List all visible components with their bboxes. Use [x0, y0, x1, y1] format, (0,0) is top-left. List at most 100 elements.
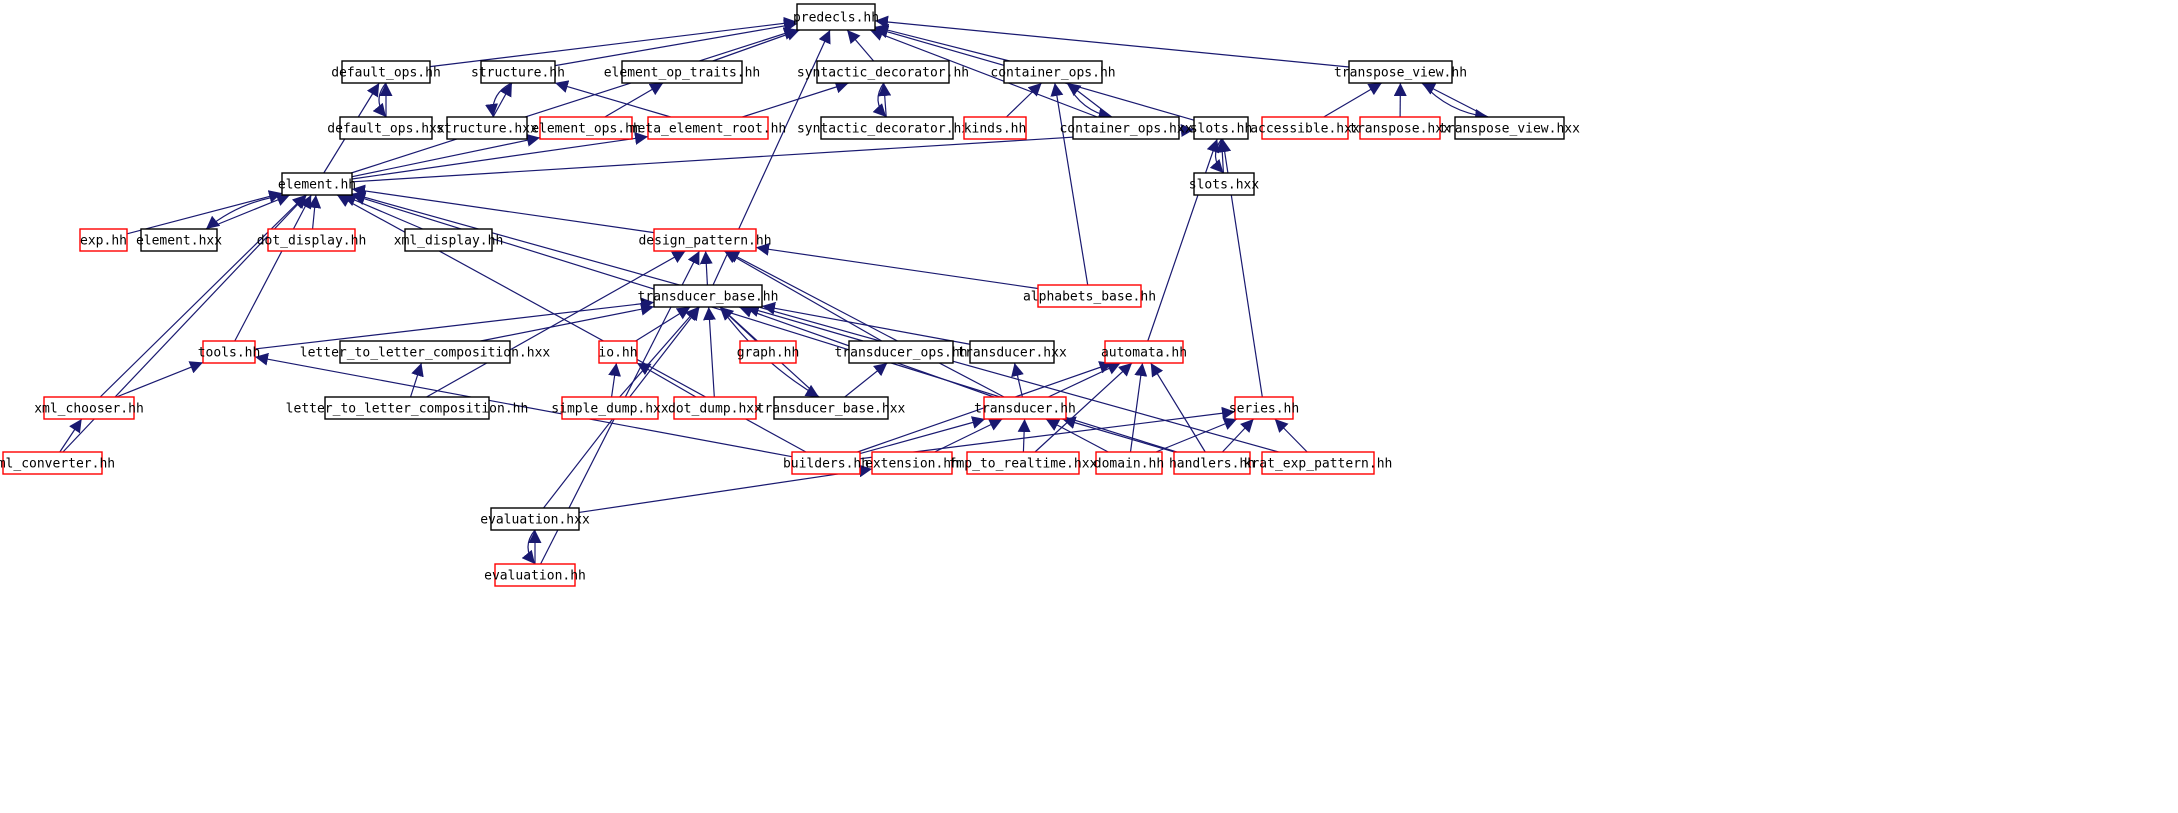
edge-dot-dump-hxx-to-transducer-base-hh	[703, 306, 716, 398]
node-transducer-ops-hh[interactable]: transducer_ops.hh	[834, 340, 968, 364]
edge-element-hh-to-meta-element-root-hh	[351, 132, 649, 180]
node-xml-display-hh[interactable]: xml_display.hh	[394, 228, 504, 252]
node-label: evaluation.hxx	[480, 513, 590, 528]
edge-exp-hh-to-element-hh	[126, 190, 283, 235]
node-builders-hh[interactable]: builders.hh	[783, 451, 869, 475]
edge-simple-dump-hxx-to-io-hh	[608, 362, 622, 398]
node-structure-hxx[interactable]: structure.hxx	[436, 116, 538, 140]
edge-syntactic-decorator-hh-to-syntactic-decorator-hxx	[872, 82, 887, 118]
node-box	[1261, 116, 1349, 140]
edge-handlers-hh-to-series-hh	[1221, 418, 1255, 453]
node-transducer-base-hh[interactable]: transducer_base.hh	[638, 284, 779, 308]
node-element-hh[interactable]: element.hh	[278, 172, 356, 196]
node-tools-hh[interactable]: tools.hh	[198, 340, 261, 364]
node-box	[43, 396, 135, 420]
node-dot-display-hh[interactable]: dot_display.hh	[257, 228, 367, 252]
edge-transducer-ops-hh-to-design-pattern-hh	[723, 250, 883, 342]
node-box	[1261, 451, 1375, 475]
node-syntactic-decorator-hh[interactable]: syntactic_decorator.hh	[797, 60, 969, 84]
node-letter-to-letter-composition-hh[interactable]: letter_to_letter_composition.hh	[286, 396, 529, 420]
node-label: transducer.hh	[974, 402, 1076, 417]
node-letter-to-letter-composition-hxx[interactable]: letter_to_letter_composition.hxx	[300, 340, 551, 364]
node-transpose-view-hh[interactable]: transpose_view.hh	[1334, 60, 1467, 84]
node-domain-hh[interactable]: domain.hh	[1094, 451, 1164, 475]
edge-automata-hh-to-slots-hh	[1147, 138, 1220, 342]
node-element-op-traits-hh[interactable]: element_op_traits.hh	[604, 60, 761, 84]
node-label: transpose.hxx	[1349, 122, 1451, 137]
node-box	[339, 116, 433, 140]
node-label: io.hh	[598, 346, 637, 361]
edge-element-hh-to-element-hxx	[205, 194, 290, 230]
node-design-pattern-hh[interactable]: design_pattern.hh	[638, 228, 772, 252]
node-structure-hh[interactable]: structure.hh	[471, 60, 565, 84]
node-xml-chooser-hh[interactable]: xml_chooser.hh	[34, 396, 144, 420]
node-exp-hh[interactable]: exp.hh	[79, 228, 128, 252]
edge-simple-dump-hxx-to-transducer-base-hh	[619, 306, 699, 398]
node-transducer-hxx[interactable]: transducer.hxx	[957, 340, 1067, 364]
node-io-hh[interactable]: io.hh	[598, 340, 638, 364]
node-evaluation-hh[interactable]: evaluation.hh	[484, 563, 586, 587]
edge-builders-hh-to-transducer-hh	[859, 416, 986, 455]
node-label: container_ops.hxx	[1059, 122, 1192, 137]
node-label: fmp_to_realtime.hxx	[949, 457, 1098, 472]
edge-tools-hh-to-element-hh	[234, 194, 312, 342]
node-box	[820, 116, 954, 140]
node-box	[1173, 451, 1251, 475]
node-xml-converter-hh[interactable]: xml_converter.hh	[0, 451, 115, 475]
node-fmp-to-realtime-hxx[interactable]: fmp_to_realtime.hxx	[949, 451, 1098, 475]
node-slots-hxx[interactable]: slots.hxx	[1189, 172, 1260, 196]
node-simple-dump-hxx[interactable]: simple_dump.hxx	[551, 396, 669, 420]
node-container-ops-hxx[interactable]: container_ops.hxx	[1059, 116, 1193, 140]
edge-design-pattern-hh-to-element-hh	[351, 184, 655, 234]
edge-kinds-hh-to-container-ops-hh	[1005, 82, 1043, 118]
edge-alphabets-base-hh-to-container-ops-hh	[1050, 82, 1089, 286]
edge-domain-hh-to-transducer-hh	[1045, 418, 1109, 453]
node-slots-hh[interactable]: slots.hh	[1190, 116, 1253, 140]
node-evaluation-hxx[interactable]: evaluation.hxx	[480, 507, 590, 531]
node-accessible-hxx[interactable]: accessible.hxx	[1250, 116, 1360, 140]
node-predecls-hh[interactable]: predecls.hh	[793, 3, 879, 31]
edge-tools-hh-to-transducer-base-hh	[254, 297, 655, 350]
edge-transpose-view-hh-to-transpose-view-hxx	[1421, 82, 1489, 122]
node-series-hh[interactable]: series.hh	[1229, 396, 1299, 420]
node-label: accessible.hxx	[1250, 122, 1360, 137]
node-alphabets-base-hh[interactable]: alphabets_base.hh	[1023, 284, 1156, 308]
node-box	[79, 228, 128, 252]
node-transpose-view-hxx[interactable]: transpose_view.hxx	[1439, 116, 1580, 140]
node-meta-element-root-hh[interactable]: meta_element_root.hh	[630, 116, 787, 140]
node-handlers-hh[interactable]: handlers.hh	[1169, 451, 1255, 475]
node-label: domain.hh	[1094, 457, 1164, 472]
node-label: krat_exp_pattern.hh	[1244, 457, 1393, 472]
node-kinds-hh[interactable]: kinds.hh	[963, 116, 1027, 140]
node-transducer-hh[interactable]: transducer.hh	[974, 396, 1076, 420]
node-box	[140, 228, 218, 252]
node-transducer-base-hxx[interactable]: transducer_base.hxx	[757, 396, 906, 420]
node-label: series.hh	[1229, 402, 1299, 417]
edge-element-hh-to-predecls-hh	[351, 27, 798, 174]
node-box	[1193, 172, 1255, 196]
node-automata-hh[interactable]: automata.hh	[1101, 340, 1187, 364]
edge-container-ops-hh-to-container-ops-hxx	[1066, 82, 1112, 121]
node-syntactic-decorator-hxx[interactable]: syntactic_decorator.hxx	[797, 116, 977, 140]
edge-default-ops-hh-to-default-ops-hxx	[372, 82, 387, 118]
edge-transducer-base-hxx-to-transducer-ops-hh	[844, 362, 888, 398]
node-dot-dump-hxx[interactable]: dot_dump.hxx	[668, 396, 762, 420]
node-transpose-hxx[interactable]: transpose.hxx	[1349, 116, 1451, 140]
node-box	[653, 228, 757, 252]
node-container-ops-hh[interactable]: container_ops.hh	[990, 60, 1116, 84]
node-label: structure.hxx	[436, 122, 538, 137]
node-krat-exp-pattern-hh[interactable]: krat_exp_pattern.hh	[1244, 451, 1393, 475]
node-default-ops-hh[interactable]: default_ops.hh	[331, 60, 441, 84]
node-label: letter_to_letter_composition.hxx	[300, 346, 551, 361]
edge-xml-chooser-hh-to-tools-hh	[116, 361, 204, 398]
node-box	[963, 116, 1027, 140]
node-extension-hh[interactable]: extension.hh	[865, 451, 959, 475]
node-element-hxx[interactable]: element.hxx	[136, 228, 222, 252]
node-element-ops-hh[interactable]: element_ops.hh	[531, 116, 641, 140]
node-label: dot_display.hh	[257, 234, 367, 249]
node-default-ops-hxx[interactable]: default_ops.hxx	[327, 116, 445, 140]
node-graph-hh[interactable]: graph.hh	[737, 340, 800, 364]
node-label: simple_dump.hxx	[551, 402, 669, 417]
node-label: container_ops.hh	[990, 66, 1115, 81]
edge-container-ops-hxx-to-container-ops-hh	[1066, 82, 1113, 118]
